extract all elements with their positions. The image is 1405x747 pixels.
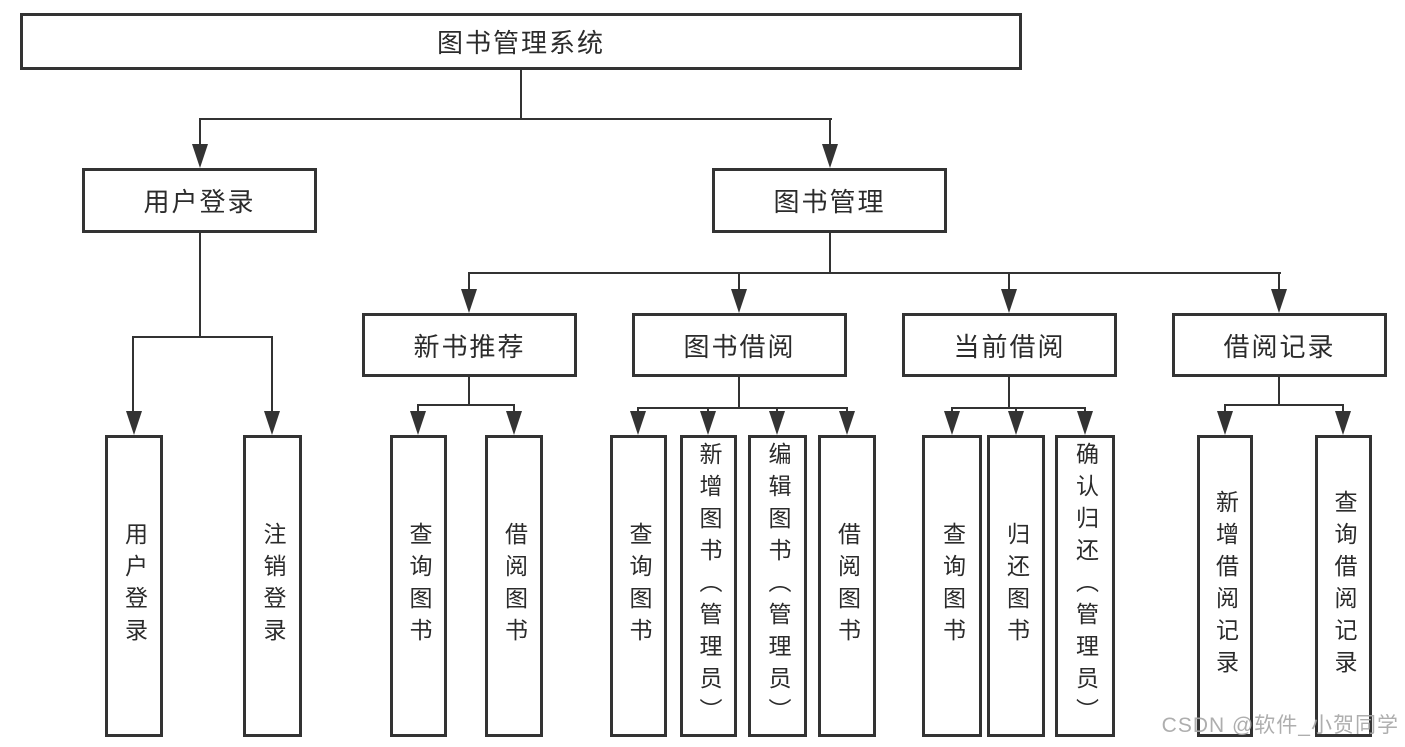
node-leaf-bb-edit-books-admin: 编辑图书（管理员） [748,435,807,737]
arrowhead-book-borrow [731,289,747,313]
connector-level1-branch [199,118,832,120]
node-leaf-bb-borrow-books-label: 借阅图书 [834,522,861,650]
connector-user-login-branch [132,336,273,338]
node-current-borrowing: 当前借阅 [902,313,1117,377]
node-library-management-system: 图书管理系统 [20,13,1022,70]
connector-drop-new-books [468,272,470,292]
connector-drop-bb-query [637,407,639,414]
node-leaf-user-login: 用户登录 [105,435,163,737]
connector-drop-br-add [1224,404,1226,414]
connector-drop-borrow-records [1278,272,1280,292]
node-book-management: 图书管理 [712,168,947,233]
node-leaf-cb-return-books-label: 归还图书 [1003,522,1030,650]
node-leaf-nb-query-books: 查询图书 [390,435,447,737]
node-leaf-br-query-record-label: 查询借阅记录 [1331,490,1357,682]
node-leaf-bb-borrow-books: 借阅图书 [818,435,876,737]
connector-drop-leaf-user-login [132,336,134,414]
connector-drop-br-query [1342,404,1344,414]
arrowhead-bb-add [700,411,716,435]
connector-current-borrow-stub [1008,377,1010,407]
node-new-book-recommend: 新书推荐 [362,313,577,377]
arrowhead-cb-return [1008,411,1024,435]
node-leaf-bb-edit-books-admin-label: 编辑图书（管理员） [765,442,791,730]
connector-drop-bb-add [707,407,709,414]
node-leaf-br-add-record: 新增借阅记录 [1197,435,1253,737]
connector-current-borrow-branch [951,407,1086,409]
arrowhead-leaf-logout [264,411,280,435]
arrowhead-book-mgmt [822,144,838,168]
connector-book-borrow-stub [738,377,740,407]
arrowhead-br-add [1217,411,1233,435]
node-leaf-bb-query-books: 查询图书 [610,435,667,737]
connector-drop-book-mgmt [829,118,831,148]
node-leaf-bb-query-books-label: 查询图书 [626,522,652,650]
arrowhead-cb-query [944,411,960,435]
arrowhead-leaf-user-login [126,411,142,435]
arrowhead-bb-edit [769,411,785,435]
connector-new-books-stub [468,377,470,404]
connector-level3-branch [468,272,1281,274]
connector-book-mgmt-stub [829,233,831,272]
node-leaf-nb-borrow-books: 借阅图书 [485,435,543,737]
node-leaf-user-login-label: 用户登录 [121,522,148,650]
node-leaf-nb-query-books-label: 查询图书 [406,522,432,650]
node-leaf-cb-return-books: 归还图书 [987,435,1045,737]
connector-drop-current-borrow [1008,272,1010,292]
arrowhead-bb-borrow [839,411,855,435]
node-leaf-cb-confirm-return-admin: 确认归还（管理员） [1055,435,1115,737]
node-user-login: 用户登录 [82,168,317,233]
node-borrowing-records: 借阅记录 [1172,313,1387,377]
connector-drop-leaf-logout [271,336,273,414]
connector-drop-nb-borrow [513,404,515,414]
arrowhead-nb-borrow [506,411,522,435]
connector-user-login-stub [199,233,201,336]
arrowhead-user-login [192,144,208,168]
connector-drop-bb-edit [776,407,778,414]
arrowhead-current-borrow [1001,289,1017,313]
connector-drop-book-borrow [738,272,740,292]
node-leaf-bb-add-books-admin-label: 新增图书（管理员） [696,442,722,730]
node-leaf-logout: 注销登录 [243,435,302,737]
arrowhead-bb-query [630,411,646,435]
node-leaf-bb-add-books-admin: 新增图书（管理员） [680,435,737,737]
node-leaf-logout-label: 注销登录 [260,522,286,650]
node-leaf-nb-borrow-books-label: 借阅图书 [501,522,528,650]
connector-drop-bb-borrow [846,407,848,414]
arrowhead-nb-query [410,411,426,435]
arrowhead-br-query [1335,411,1351,435]
node-leaf-cb-query-books-label: 查询图书 [939,522,966,650]
node-leaf-br-add-record-label: 新增借阅记录 [1212,490,1239,682]
arrowhead-borrow-records [1271,289,1287,313]
connector-drop-cb-return [1015,407,1017,414]
node-leaf-cb-query-books: 查询图书 [922,435,982,737]
connector-drop-cb-query [951,407,953,414]
connector-new-books-branch [417,404,515,406]
node-leaf-br-query-record: 查询借阅记录 [1315,435,1372,737]
connector-drop-cb-confirm [1084,407,1086,414]
arrowhead-new-books [461,289,477,313]
connector-root-stub [520,70,522,118]
connector-drop-user-login [199,118,201,148]
connector-book-borrow-branch [637,407,848,409]
node-book-borrowing: 图书借阅 [632,313,847,377]
connector-drop-nb-query [417,404,419,414]
arrowhead-cb-confirm [1077,411,1093,435]
csdn-watermark: CSDN @软件_小贺同学 [1161,714,1399,737]
connector-borrow-records-branch [1224,404,1344,406]
node-leaf-cb-confirm-return-admin-label: 确认归还（管理员） [1072,442,1099,730]
connector-borrow-records-stub [1278,377,1280,404]
